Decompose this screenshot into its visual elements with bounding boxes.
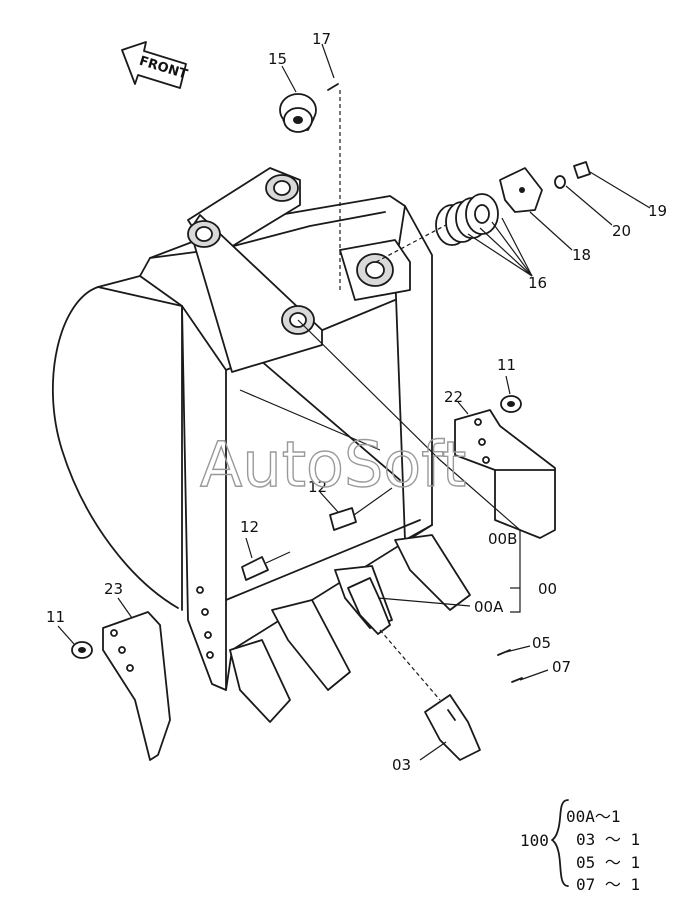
callout-11-right: 11 xyxy=(497,356,516,374)
nut-11-right xyxy=(500,395,522,413)
nut-11-left xyxy=(71,641,93,659)
bolt-19 xyxy=(573,161,591,179)
callout-12-lower: 12 xyxy=(240,518,259,536)
callout-07: 07 xyxy=(552,658,571,676)
watermark: AutoSoft xyxy=(200,428,466,501)
tooth-adapter-00a xyxy=(347,577,391,635)
side-cutter-left xyxy=(102,611,171,761)
washer-20 xyxy=(554,175,566,189)
qty-row-1: 00A～1 xyxy=(566,807,621,826)
tooth-tip-03 xyxy=(424,694,481,761)
leader-lines xyxy=(57,43,651,761)
pin-17 xyxy=(327,83,339,91)
qty-row-3: 05 ～ 1 xyxy=(576,853,640,872)
side-cutter-right xyxy=(454,409,556,539)
callout-17: 17 xyxy=(312,30,331,48)
bushing-15 xyxy=(279,93,317,133)
pin-05 xyxy=(497,649,511,656)
callout-00a: 00A xyxy=(474,598,504,616)
bolt-12-lower xyxy=(241,551,291,581)
qty-row-2: 03 ～ 1 xyxy=(576,830,640,849)
quantity-table: 100 00A～1 03 ～ 1 05 ～ 1 07 ～ 1 xyxy=(520,799,640,894)
callout-20: 20 xyxy=(612,222,631,240)
bolt-12-upper xyxy=(329,487,393,531)
lock-07 xyxy=(511,677,523,683)
callout-18: 18 xyxy=(572,246,591,264)
callout-03: 03 xyxy=(392,756,411,774)
callout-22: 22 xyxy=(444,388,463,406)
front-arrow-icon: FRONT xyxy=(121,41,189,89)
qty-group-number: 100 xyxy=(520,831,549,850)
callout-05: 05 xyxy=(532,634,551,652)
callout-00b: 00B xyxy=(488,530,517,548)
callout-00: 00 xyxy=(538,580,557,598)
callout-19: 19 xyxy=(648,202,667,220)
shims-16 xyxy=(435,193,499,246)
callout-labels: 17 15 19 20 18 16 11 22 12 00B 12 00 23 … xyxy=(46,30,667,774)
plate-18 xyxy=(499,167,543,213)
callout-15: 15 xyxy=(268,50,287,68)
qty-row-4: 07 ～ 1 xyxy=(576,875,640,894)
callout-16: 16 xyxy=(528,274,547,292)
callout-23: 23 xyxy=(104,580,123,598)
mounting-brackets xyxy=(187,167,411,373)
callout-11-left: 11 xyxy=(46,608,65,626)
callout-12-upper: 12 xyxy=(308,478,327,496)
